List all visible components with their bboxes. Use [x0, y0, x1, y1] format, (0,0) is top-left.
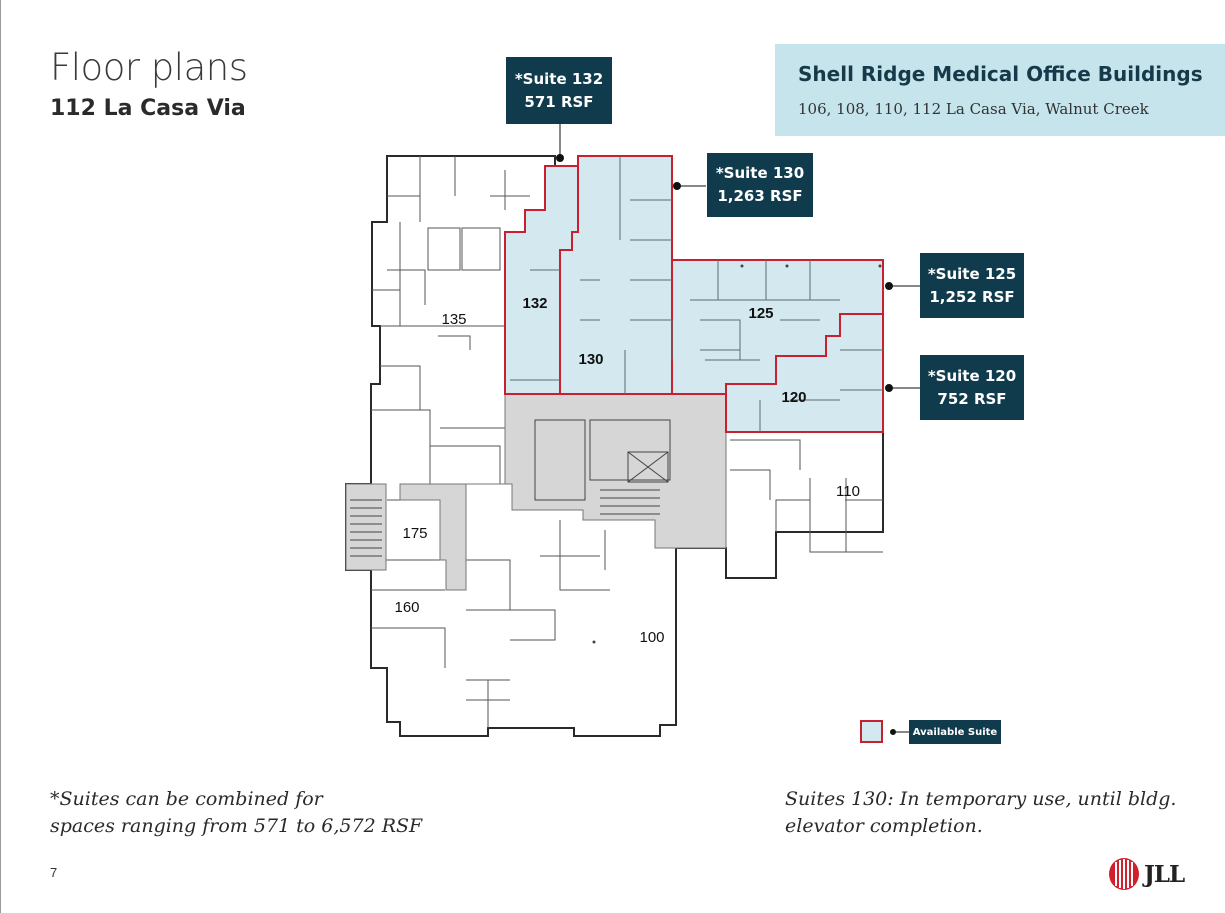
room-label-135: 135: [441, 311, 466, 328]
page-number: 7: [50, 865, 58, 880]
suite-tag-132-name: *Suite 132: [514, 69, 604, 88]
building-info-box: Shell Ridge Medical Office Buildings 106…: [775, 44, 1225, 136]
suite-tag-125: *Suite 125 1,252 RSF: [920, 253, 1024, 318]
building-addresses: 106, 108, 110, 112 La Casa Via, Walnut C…: [798, 100, 1149, 118]
page-left-rule: [0, 0, 1, 913]
combine-note-line2: spaces ranging from 571 to 6,572 RSF: [50, 815, 423, 837]
room-label-175: 175: [402, 525, 427, 542]
suite-tag-130-area: 1,263 RSF: [717, 187, 803, 205]
jll-logo: JLL: [1108, 857, 1185, 891]
jll-logo-mark-icon: [1109, 858, 1139, 890]
suite-tag-132: *Suite 132 571 RSF: [506, 57, 612, 124]
combine-note-line1: *Suites can be combined for: [50, 788, 323, 810]
temporary-use-note: Suites 130: In temporary use, until bldg…: [785, 786, 1176, 840]
suite-tag-125-name: *Suite 125: [927, 264, 1017, 283]
temporary-use-note-line2: elevator completion.: [785, 815, 983, 837]
suite-tag-130: *Suite 130 1,263 RSF: [707, 153, 813, 217]
temporary-use-note-line1: Suites 130: In temporary use, until bldg…: [785, 788, 1177, 810]
page-title: Floor plans: [50, 46, 248, 89]
legend-label: Available Suite: [909, 720, 1001, 744]
building-name: Shell Ridge Medical Office Buildings: [798, 62, 1203, 86]
available-suites: [504, 155, 884, 433]
core-details: [350, 419, 671, 557]
page-subtitle: 112 La Casa Via: [50, 96, 246, 121]
room-label-120: 120: [781, 389, 806, 406]
room-label-130: 130: [578, 351, 603, 368]
suite-tag-120: *Suite 120 752 RSF: [920, 355, 1024, 420]
suite-130-area: [559, 155, 673, 395]
combine-note: *Suites can be combined for spaces rangi…: [50, 786, 422, 840]
suite-tag-120-area: 752 RSF: [937, 389, 1007, 408]
jll-logo-text: JLL: [1144, 860, 1185, 888]
suite-interior-walls: [510, 156, 883, 432]
leader-lines: [556, 124, 920, 735]
room-label-132: 132: [522, 295, 547, 312]
room-label-100: 100: [639, 629, 664, 646]
suite-tag-120-name: *Suite 120: [927, 366, 1017, 385]
room-label-125: 125: [748, 305, 773, 322]
suite-tag-132-area: 571 RSF: [524, 92, 594, 111]
room-label-110: 110: [836, 483, 860, 500]
suite-tag-125-area: 1,252 RSF: [929, 287, 1015, 306]
legend-swatch: [860, 720, 883, 743]
suite-120-area: [725, 313, 884, 433]
room-label-160: 160: [394, 599, 419, 616]
suite-tag-130-name: *Suite 130: [715, 164, 805, 182]
fixtures: [592, 264, 882, 644]
